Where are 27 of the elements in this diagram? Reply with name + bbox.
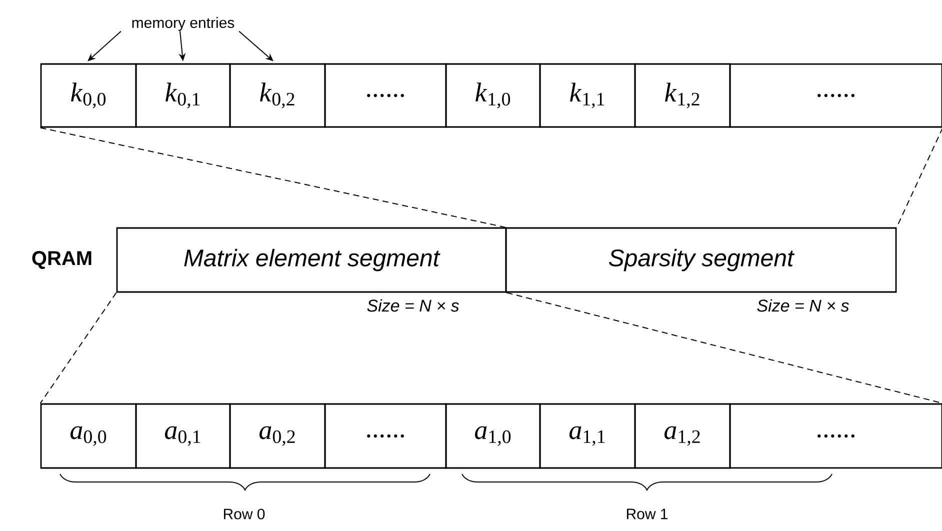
memory-cell: k$_{0,0}$ (40, 63, 137, 128)
memory-cell: a$_{1,0}$ (445, 403, 541, 469)
segment-box: Sparsity segment (505, 227, 897, 293)
segment-box: Matrix element segment (116, 227, 507, 293)
memory-cell: k$_{0,1}$ (135, 63, 231, 128)
memory-cell: ...... (729, 403, 942, 469)
size-note: Size = N × s (367, 299, 459, 312)
zoom-line (40, 292, 117, 404)
memory-cell: ...... (324, 63, 447, 128)
row-label: Row 1 (626, 508, 668, 520)
zoom-line (40, 127, 506, 228)
memory-cell: k$_{1,2}$ (634, 63, 731, 128)
size-note: Size = N × s (757, 299, 849, 312)
memory-cell: k$_{1,0}$ (445, 63, 541, 128)
memory-cell: a$_{1,1}$ (539, 403, 636, 469)
row-label: Row 0 (224, 508, 265, 520)
zoom-line (506, 292, 942, 404)
memory-cell: a$_{1,2}$ (634, 403, 731, 469)
memory-cell: a$_{0,2}$ (229, 403, 326, 469)
memory-cell: a$_{0,0}$ (40, 403, 137, 469)
memory-cell: k$_{1,1}$ (539, 63, 636, 128)
memory-cell: k$_{0,2}$ (229, 63, 326, 128)
memory-cell: ...... (729, 63, 942, 128)
memory-cell: ...... (324, 403, 447, 469)
memory-label: QRAM (32, 251, 92, 269)
memory-cell: a$_{0,1}$ (135, 403, 231, 469)
caption-text: memory entries (132, 17, 234, 31)
